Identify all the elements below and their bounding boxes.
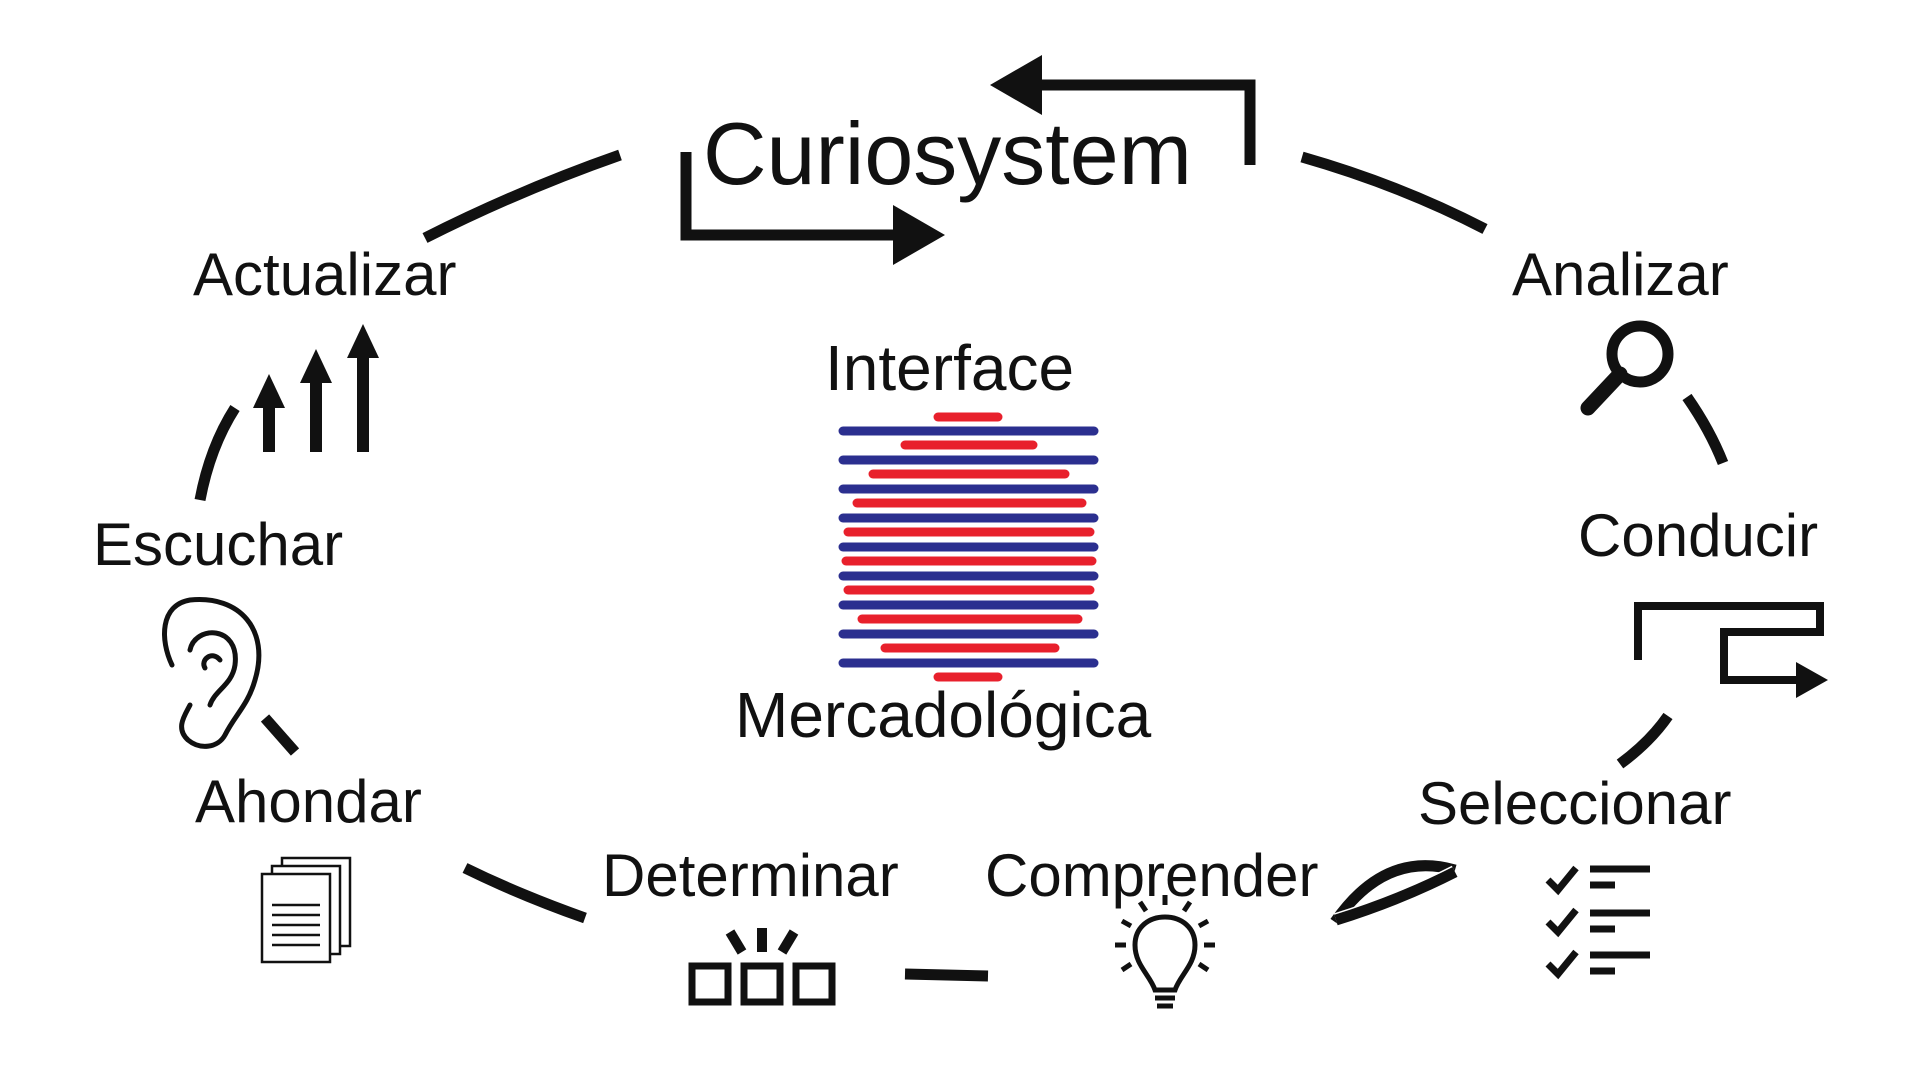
burst-3 <box>777 929 799 955</box>
box-1 <box>688 962 732 1006</box>
up-arrow-1-shaft <box>263 405 275 452</box>
arc-right-lower <box>1616 712 1673 769</box>
up-arrow-3-head <box>347 324 379 358</box>
bulb-ray-3 <box>1181 900 1193 913</box>
step-label-determinar: Determinar <box>602 842 899 909</box>
magnifier-lens <box>1606 320 1674 388</box>
documents-icon <box>260 856 352 964</box>
step-label-analizar: Analizar <box>1512 241 1729 308</box>
up-arrow-3-shaft <box>357 355 369 452</box>
bulb-ray-4 <box>1120 918 1133 929</box>
flow-path <box>1634 602 1824 684</box>
check-mark-3 <box>1545 949 1579 980</box>
up-arrows-icon <box>253 324 379 452</box>
cycle-arcs <box>194 149 1729 982</box>
ear-inner <box>187 630 238 708</box>
step-label-escuchar: Escuchar <box>93 511 344 578</box>
arc-top-left <box>422 149 622 243</box>
bulb-ray-2 <box>1137 900 1149 913</box>
arc-left-upper <box>194 405 240 502</box>
flow-arrow-head <box>1796 662 1828 698</box>
striped-interface-icon <box>838 412 1099 682</box>
step-label-ahondar: Ahondar <box>195 768 422 835</box>
arrow-lower-head <box>893 205 945 265</box>
arc-right-upper <box>1682 393 1729 466</box>
arc-bottom-left <box>462 863 587 924</box>
bulb-ray-9 <box>1197 961 1210 973</box>
arc-top-right <box>1300 151 1488 234</box>
bulb-glass <box>1132 914 1198 993</box>
box-3 <box>792 962 836 1006</box>
arrow-lower-shaft <box>680 152 905 241</box>
magnifier-handle <box>1580 366 1628 416</box>
center-bottom-label: Mercadológica <box>735 679 1152 751</box>
box-2 <box>740 962 784 1006</box>
step-label-comprender: Comprender <box>985 842 1319 909</box>
up-arrow-2-shaft <box>310 380 322 452</box>
arc-bottom-right <box>1330 860 1457 926</box>
bulb-ray-8 <box>1120 961 1133 973</box>
check-mark-2 <box>1545 907 1579 938</box>
checklist-icon <box>1545 865 1650 980</box>
step-label-conducir: Conducir <box>1578 502 1819 569</box>
flow-arrow-icon <box>1634 602 1828 698</box>
arc-bottom-right-true <box>1334 867 1458 926</box>
bulb-ray-5 <box>1197 918 1210 929</box>
arc-left-lower <box>260 714 300 756</box>
burst-1 <box>725 929 747 955</box>
lightbulb-icon <box>1115 895 1215 1009</box>
center-top-label: Interface <box>825 332 1075 404</box>
up-arrow-2-head <box>300 349 332 383</box>
step-label-seleccionar: Seleccionar <box>1418 770 1732 837</box>
doc-front <box>260 872 332 964</box>
arrow-upper-shaft <box>1030 79 1256 165</box>
check-mark-1 <box>1545 865 1579 896</box>
magnifier-icon <box>1580 320 1674 416</box>
ear-icon <box>162 597 262 749</box>
ear-outer <box>162 597 262 749</box>
step-label-actualizar: Actualizar <box>193 241 457 308</box>
three-boxes-icon <box>688 928 836 1006</box>
arc-bottom-center <box>904 968 989 982</box>
title-cycle-arrows <box>680 55 1256 265</box>
arrow-upper-head <box>990 55 1042 115</box>
ear-canal <box>201 653 223 671</box>
diagram-title: Curiosystem <box>703 104 1192 203</box>
up-arrow-1-head <box>253 374 285 408</box>
